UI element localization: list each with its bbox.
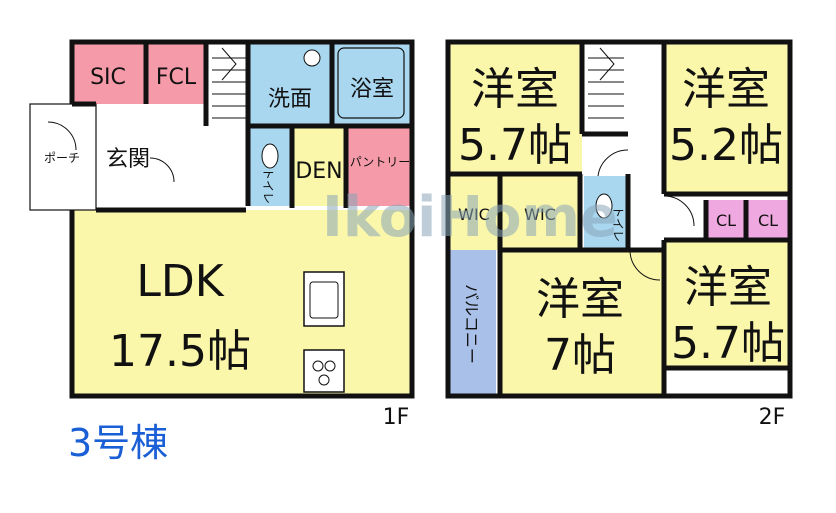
cl-2-label: CL — [758, 211, 778, 230]
western-se-room — [666, 240, 790, 368]
stove — [303, 349, 345, 393]
burner-icon — [318, 374, 330, 386]
floor-1: SIC FCL 洗面 浴室 ポーチ 玄関 トイレ DEN パントリー LDK 1… — [29, 39, 415, 430]
western-center-size: 7帖 — [544, 330, 616, 381]
wic-1-label: WIC — [458, 205, 490, 224]
balcony-area — [448, 250, 496, 396]
stairs-2f-treads — [588, 47, 624, 119]
toilet-bowl-icon — [261, 143, 279, 169]
western-center-label: 洋室 — [536, 274, 624, 325]
wic-1-room — [448, 174, 500, 250]
porch-label: ポーチ — [44, 151, 80, 165]
burner-icon — [324, 360, 336, 372]
entrance-area — [96, 104, 246, 210]
western-nw-room — [448, 42, 582, 174]
wic-2-label: WIC — [524, 205, 556, 224]
cl-1-label: CL — [716, 211, 736, 230]
pantry-label: パントリー — [350, 155, 411, 169]
sic-room — [72, 42, 144, 104]
ldk-room — [72, 210, 412, 396]
floor-2: 洋室 5.7帖 洋室 5.2帖 WIC WIC トイレ CL CL バルコニー … — [445, 39, 793, 430]
western-ne-size: 5.2帖 — [669, 120, 783, 171]
pantry-room — [348, 128, 412, 206]
balcony-label: バルコニー — [462, 284, 481, 364]
door-arc — [47, 121, 77, 151]
stairs-2f — [582, 42, 664, 134]
toilet-2f-label: トイレ — [611, 206, 625, 242]
door-arc — [663, 195, 695, 227]
burner-icon — [312, 360, 324, 372]
building-label: 3号棟 — [68, 421, 169, 465]
western-se-size: 5.7帖 — [671, 318, 785, 369]
fcl-room — [146, 42, 206, 104]
sic-label: SIC — [90, 65, 126, 90]
cl-1-room — [706, 200, 746, 240]
fcl-label: FCL — [156, 65, 197, 90]
sink-icon — [309, 281, 339, 319]
porch-outline — [29, 103, 97, 211]
entrance-label: 玄関 — [106, 147, 150, 172]
door-arc — [629, 249, 661, 281]
western-nw-size: 5.7帖 — [458, 120, 572, 171]
stairs-1f-treads — [212, 47, 246, 119]
floor-2-label: 2F — [759, 405, 786, 430]
porch-area — [30, 104, 96, 210]
western-ne-label: 洋室 — [682, 64, 770, 115]
western-center-room — [500, 250, 662, 396]
wic-2-room — [502, 174, 578, 250]
washroom-label: 洗面 — [268, 87, 312, 112]
western-nw-label: 洋室 — [471, 64, 559, 115]
ldk-label: LDK — [136, 256, 224, 307]
walls-1f — [69, 39, 415, 399]
ldk-size: 17.5帖 — [109, 326, 251, 377]
door-arc — [597, 149, 629, 177]
den-room — [292, 128, 346, 206]
toilet-1f-label: トイレ — [261, 168, 275, 204]
den-label: DEN — [295, 159, 342, 184]
floor-1-label: 1F — [383, 405, 410, 430]
western-ne-room — [664, 42, 790, 194]
western-se-label: 洋室 — [684, 262, 772, 313]
cl-2-room — [748, 200, 788, 240]
walls-2f — [445, 39, 793, 399]
bath-room — [332, 42, 412, 126]
toilet-bowl-icon — [595, 193, 613, 219]
bathtub-icon — [337, 47, 405, 119]
bath-label: 浴室 — [350, 77, 394, 102]
door-arc — [149, 157, 175, 183]
washbasin-icon — [303, 49, 321, 67]
watermark-text: IkoiHome — [322, 185, 618, 250]
